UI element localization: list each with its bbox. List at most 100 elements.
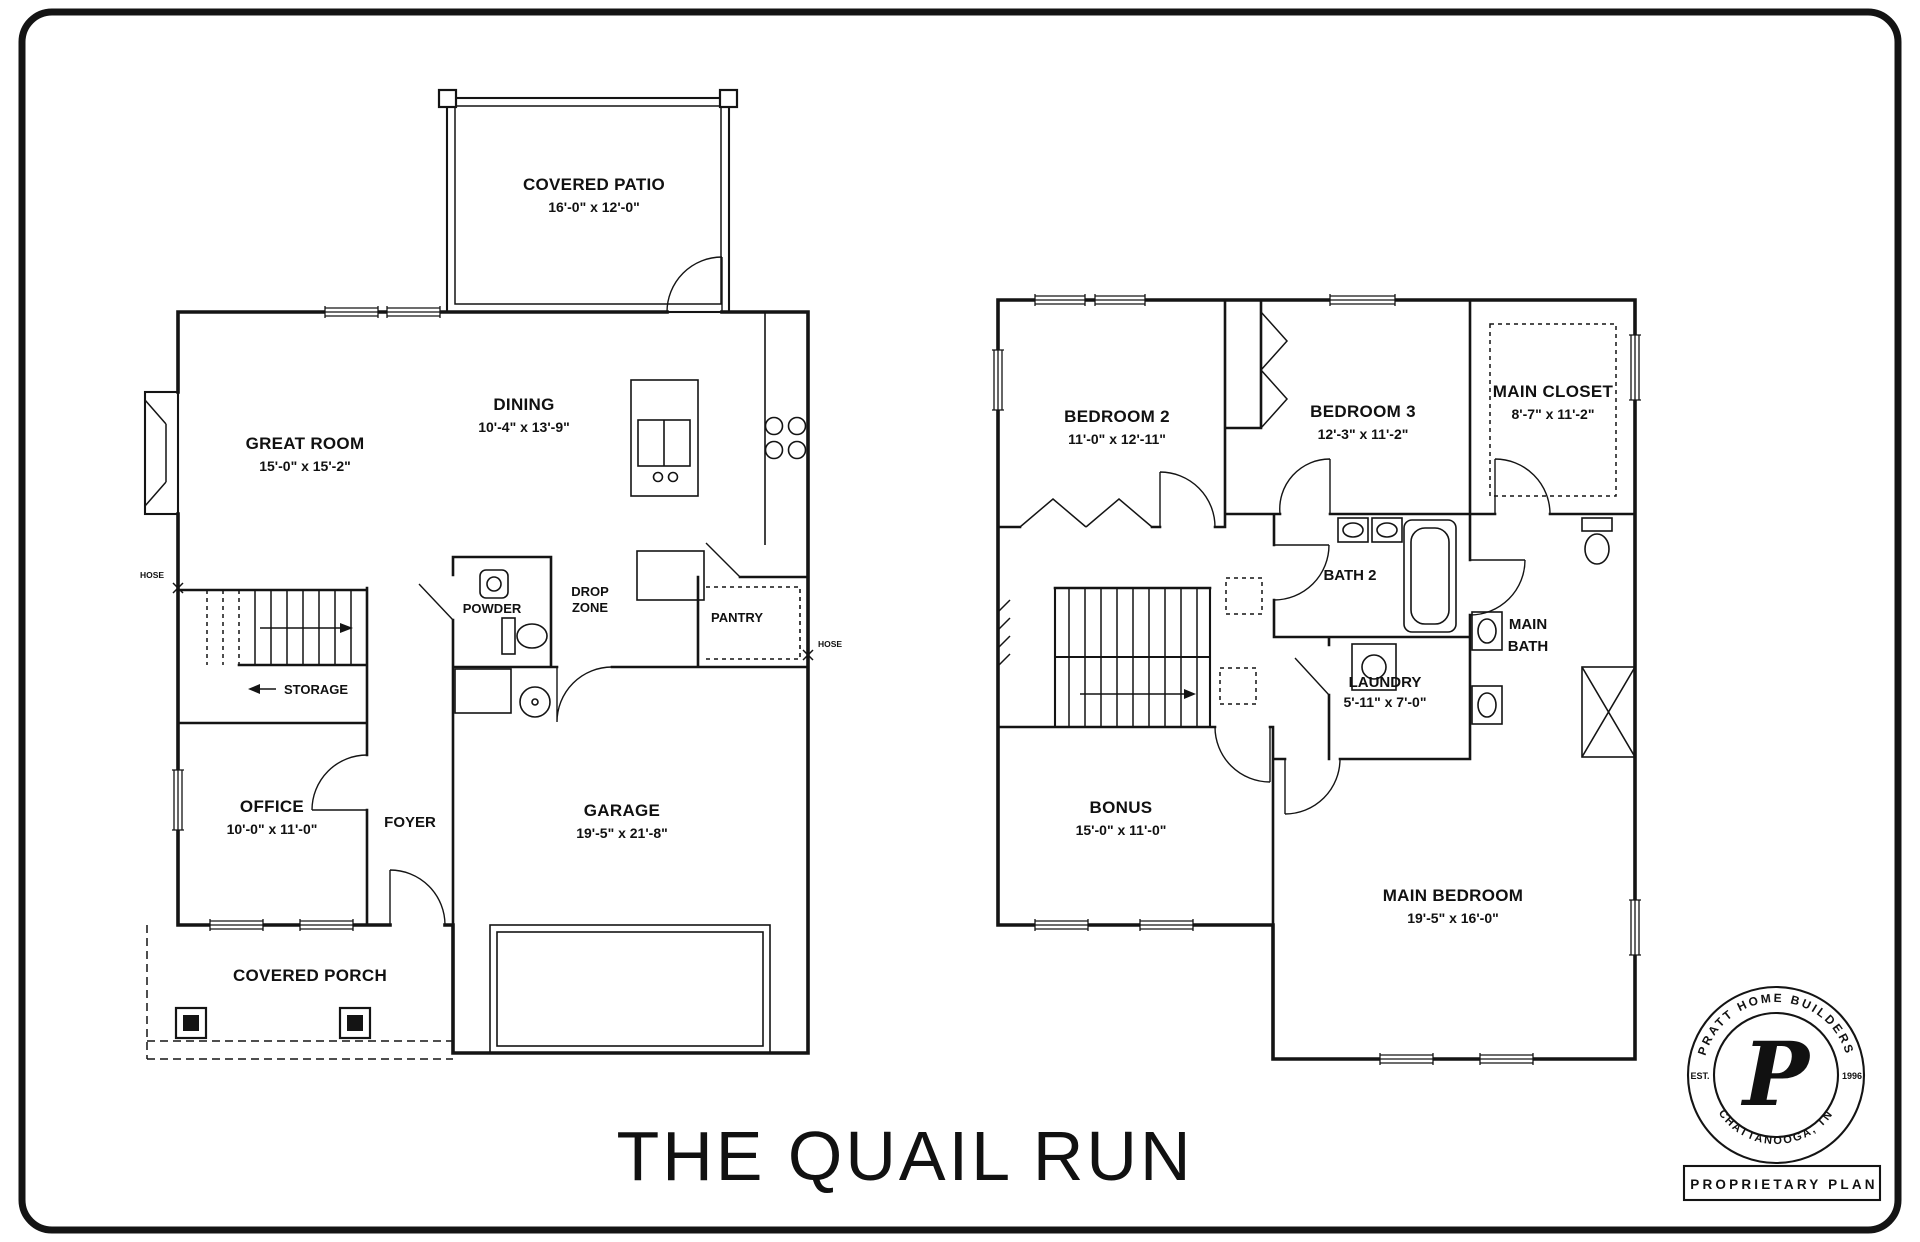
floor1-labels: COVERED PATIO 16'-0" x 12'-0" GREAT ROOM… (227, 175, 764, 985)
fireplace (143, 390, 180, 516)
dining-dims: 10'-4" x 13'-9" (478, 419, 570, 435)
toilet-bowl (516, 623, 548, 649)
great-room-label: GREAT ROOM (246, 434, 365, 453)
storage-label: STORAGE (284, 682, 348, 697)
utility-closet (454, 668, 512, 714)
storage-arrow (248, 684, 260, 694)
pantry-shelves (706, 586, 801, 660)
stair-direction-arrow (340, 623, 353, 633)
main-bath-door (1469, 559, 1526, 616)
front-door (389, 869, 446, 926)
stove-burner (787, 440, 807, 460)
powder-label: POWDER (463, 601, 522, 616)
first-floor-plan: HOSE HOSE COVERED PATIO 16'-0" x 12'-0" … (140, 88, 842, 1060)
second-floor-plan: BEDROOM 2 11'-0" x 12'-11" BEDROOM 3 12'… (992, 294, 1641, 1065)
drop-zone-bench (636, 550, 705, 601)
powder-door (418, 583, 454, 621)
bonus-door (1214, 726, 1271, 783)
powder-room-fixtures (479, 569, 548, 655)
laundry-door (1294, 657, 1330, 696)
floor2-exterior-walls (996, 298, 1637, 1061)
stamp-text: PROPRIETARY PLAN (1690, 1177, 1877, 1192)
stair-direction-arrow (1184, 689, 1196, 699)
toilet-tank (501, 617, 516, 655)
plan-title: THE QUAIL RUN (616, 1117, 1193, 1195)
main-bath-fixtures (1471, 517, 1636, 758)
floor2-interior-walls (996, 298, 1637, 927)
proprietary-plan-stamp: PROPRIETARY PLAN (1682, 1164, 1882, 1202)
main-bath-sink (1471, 611, 1503, 651)
hose-label-left: HOSE (140, 570, 164, 580)
drop-zone-label-2: ZONE (572, 600, 608, 615)
stamp-border (1682, 1164, 1882, 1202)
bonus-dims: 15'-0" x 11'-0" (1076, 822, 1167, 838)
main-bath-label-1: MAIN (1509, 616, 1547, 633)
main-closet-shelving (1489, 323, 1617, 497)
floor1-doors (311, 256, 741, 926)
staircase-floor2 (997, 588, 1212, 727)
toilet-tank (1581, 517, 1613, 532)
stove-burner (764, 416, 784, 436)
closet-doors-chevrons (1019, 311, 1289, 528)
pantry-door (705, 542, 741, 578)
floor1-interior-walls (176, 555, 810, 927)
bathtub (1403, 519, 1457, 633)
patio-post (437, 88, 458, 109)
hall-shelves (1219, 577, 1263, 705)
great-room-dims: 15'-0" x 15'-2" (259, 458, 351, 474)
pantry-label: PANTRY (711, 610, 763, 625)
covered-patio-dims: 16'-0" x 12'-0" (548, 199, 640, 215)
toilet-bowl (1584, 533, 1610, 565)
main-closet-dims: 8'-7" x 11'-2" (1512, 406, 1595, 422)
garage-door (489, 924, 771, 1054)
bath2-sink (1371, 517, 1403, 543)
office-label: OFFICE (240, 797, 304, 816)
main-bedroom-dims: 19'-5" x 16'-0" (1407, 910, 1499, 926)
main-closet-label: MAIN CLOSET (1493, 382, 1614, 401)
stove-burner (764, 440, 784, 460)
bath2-label: BATH 2 (1323, 567, 1376, 584)
bedroom2-dims: 11'-0" x 12'-11" (1068, 431, 1166, 447)
water-heater (519, 686, 551, 718)
builder-logo: PRATT HOME BUILDERS CHATTANOOGA, TN EST.… (1686, 985, 1866, 1165)
powder-sink (479, 569, 509, 599)
logo-outer-ring (1686, 985, 1866, 1165)
hose-label-right: HOSE (818, 639, 842, 649)
staircase-floor1 (206, 590, 353, 694)
bedroom3-label: BEDROOM 3 (1310, 402, 1416, 421)
dining-label: DINING (493, 395, 554, 414)
kitchen-island (630, 379, 699, 497)
main-bedroom-label: MAIN BEDROOM (1383, 886, 1524, 905)
floor2-doors (1159, 458, 1551, 815)
sheet-border (18, 8, 1902, 1234)
logo-est-label: EST. (1690, 1071, 1709, 1081)
washer (1351, 643, 1397, 691)
floor1-windows (172, 306, 441, 931)
main-closet-door (1494, 458, 1551, 515)
garage-entry-door (556, 666, 613, 723)
bedroom3-closet-doors (1260, 311, 1289, 429)
hose-bibs: HOSE HOSE (140, 570, 842, 661)
patio-post (718, 88, 739, 109)
garage-dims: 19'-5" x 21'-8" (576, 825, 668, 841)
bedroom3-dims: 12'-3" x 11'-2" (1318, 426, 1409, 442)
covered-porch-label: COVERED PORCH (233, 966, 387, 985)
bonus-label: BONUS (1090, 798, 1153, 817)
logo-inner-ring (1712, 1011, 1840, 1139)
bedroom2-label: BEDROOM 2 (1064, 407, 1170, 426)
patio-door (666, 256, 723, 313)
covered-porch-outline (146, 925, 453, 1060)
foyer-label: FOYER (384, 814, 436, 831)
bedroom3-door (1279, 458, 1331, 515)
floor2-labels: BEDROOM 2 11'-0" x 12'-11" BEDROOM 3 12'… (1064, 382, 1613, 926)
floor2-windows (992, 294, 1641, 1065)
laundry-fixtures (1351, 643, 1397, 691)
office-dims: 10'-0" x 11'-0" (227, 821, 318, 837)
logo-est-year: 1996 (1842, 1071, 1862, 1081)
kitchen-fixtures (630, 312, 807, 660)
covered-patio-label: COVERED PATIO (523, 175, 665, 194)
garage-label: GARAGE (584, 801, 660, 820)
main-bath-label-2: BATH (1508, 638, 1549, 655)
